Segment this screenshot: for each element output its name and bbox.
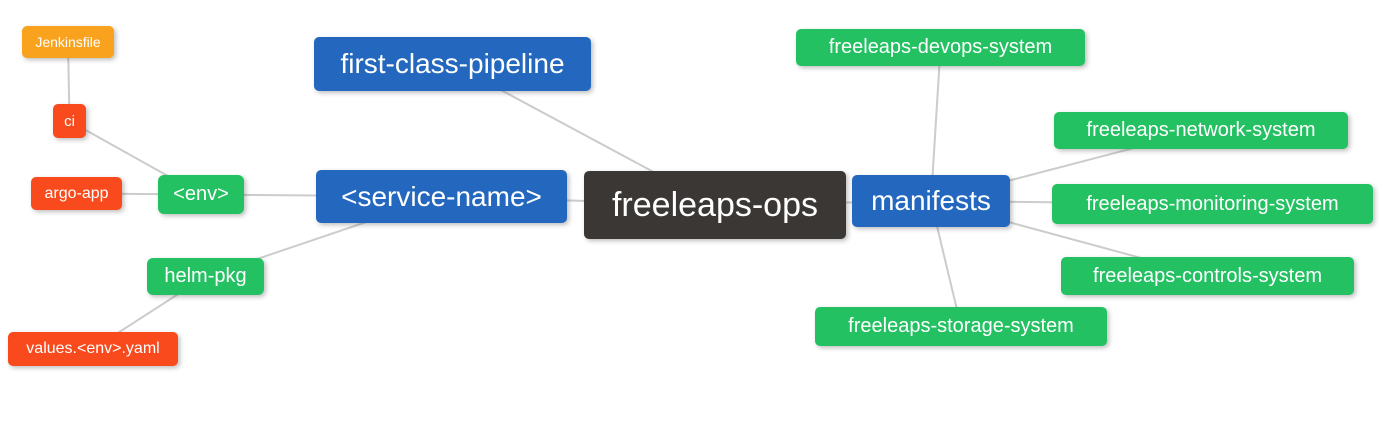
node-jenkinsfile[interactable]: Jenkinsfile xyxy=(22,26,114,58)
node-argo-app[interactable]: argo-app xyxy=(31,177,122,210)
node-freeleaps-network-system[interactable]: freeleaps-network-system xyxy=(1054,112,1348,149)
node-first-class-pipeline[interactable]: first-class-pipeline xyxy=(314,37,591,91)
node-freeleaps-storage-system[interactable]: freeleaps-storage-system xyxy=(815,307,1107,346)
node-values-env-yaml[interactable]: values.<env>.yaml xyxy=(8,332,178,366)
node-freeleaps-ops-root[interactable]: freeleaps-ops xyxy=(584,171,846,239)
node-env[interactable]: <env> xyxy=(158,175,244,214)
node-freeleaps-monitoring-system[interactable]: freeleaps-monitoring-system xyxy=(1052,184,1373,224)
node-manifests[interactable]: manifests xyxy=(852,175,1010,227)
node-freeleaps-devops-system[interactable]: freeleaps-devops-system xyxy=(796,29,1085,66)
node-ci[interactable]: ci xyxy=(53,104,86,138)
node-helm-pkg[interactable]: helm-pkg xyxy=(147,258,264,295)
node-service-name[interactable]: <service-name> xyxy=(316,170,567,223)
node-freeleaps-controls-system[interactable]: freeleaps-controls-system xyxy=(1061,257,1354,295)
